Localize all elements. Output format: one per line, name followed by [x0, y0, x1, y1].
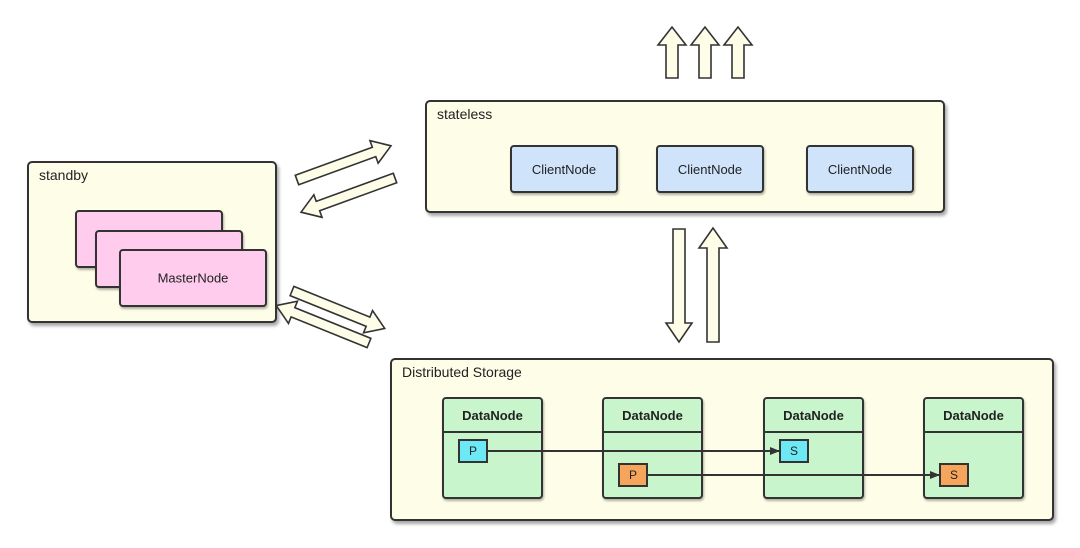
- output-arrow-1: [656, 25, 688, 79]
- standby-to-stateless-arrow: [294, 139, 393, 186]
- client-node-1: ClientNode: [510, 145, 618, 193]
- secondary-shard-1: S: [779, 439, 809, 463]
- data-node-1-title: DataNode: [444, 399, 541, 433]
- stateless-to-standby-arrow: [299, 172, 398, 219]
- storage-title: Distributed Storage: [402, 364, 522, 380]
- stateless-to-storage-arrow: [664, 228, 694, 344]
- output-arrow-3: [722, 25, 754, 79]
- standby-group: standby MasterNode: [27, 161, 277, 323]
- secondary-shard-2: S: [939, 463, 969, 487]
- primary-shard-2: P: [618, 463, 648, 487]
- stateless-group: stateless ClientNode ClientNode ClientNo…: [425, 100, 945, 213]
- standby-to-storage-arrow: [289, 285, 387, 334]
- storage-to-standby-arrow: [274, 300, 372, 349]
- primary-shard-1: P: [458, 439, 488, 463]
- client-node-3: ClientNode: [806, 145, 914, 193]
- distributed-storage-group: Distributed Storage DataNode DataNode Da…: [390, 358, 1054, 521]
- standby-title: standby: [39, 167, 89, 183]
- data-node-2-title: DataNode: [604, 399, 701, 433]
- storage-to-stateless-arrow: [697, 226, 729, 343]
- data-node-3-title: DataNode: [765, 399, 862, 433]
- client-node-2: ClientNode: [656, 145, 764, 193]
- data-node-1: DataNode: [442, 397, 543, 499]
- data-node-4-title: DataNode: [925, 399, 1022, 433]
- output-arrow-2: [689, 25, 721, 79]
- stateless-title: stateless: [437, 106, 493, 122]
- master-node-label: MasterNode: [157, 270, 229, 286]
- master-node: MasterNode: [119, 249, 267, 307]
